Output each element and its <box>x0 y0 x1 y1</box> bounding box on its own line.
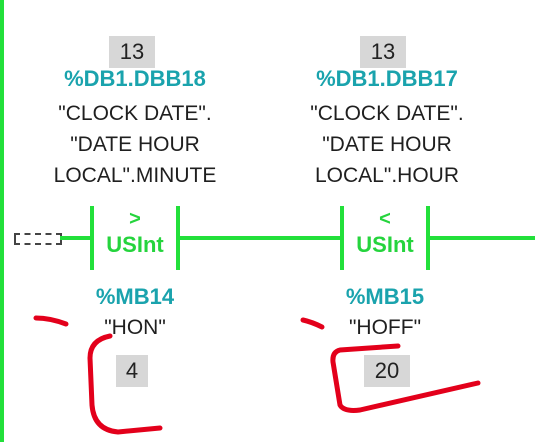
contact-left-bar <box>90 206 94 270</box>
operand1-symbol-line2[interactable]: "DATE HOUR <box>70 133 200 156</box>
operand1-address[interactable]: %DB1.DBB18 <box>64 66 206 91</box>
compare-datatype[interactable]: USInt <box>356 232 414 257</box>
operand1-symbol-line3[interactable]: LOCAL".HOUR <box>315 164 459 187</box>
contact-right-bar <box>176 206 180 270</box>
contact-left-bar <box>340 206 344 270</box>
operand1-symbol-line1[interactable]: "CLOCK DATE". <box>58 102 212 125</box>
operand1-address[interactable]: %DB1.DBB17 <box>316 66 458 91</box>
operand2-address[interactable]: %MB14 <box>95 284 175 309</box>
compare-box-gt[interactable]: > USInt <box>90 206 180 270</box>
operand2-symbol[interactable]: "HOFF" <box>348 316 422 339</box>
contact-right-bar <box>426 206 430 270</box>
operand2-symbol[interactable]: "HON" <box>104 316 166 339</box>
annotation-dash-2 <box>300 317 325 330</box>
annotation-bracket-2 <box>330 343 481 413</box>
operand2-address[interactable]: %MB15 <box>345 284 425 309</box>
compare-datatype[interactable]: USInt <box>106 232 164 257</box>
compare-operator: > <box>129 208 141 230</box>
left-power-rail <box>0 0 4 442</box>
operand1-value: 13 <box>360 36 406 68</box>
compare-box-lt[interactable]: < USInt <box>340 206 430 270</box>
wire-segment-3 <box>430 236 535 240</box>
annotation-bracket-1 <box>87 333 163 435</box>
operand2-value: 20 <box>364 355 410 387</box>
operand1-symbol-line3[interactable]: LOCAL".MINUTE <box>53 164 217 187</box>
operand1-value: 13 <box>109 36 155 68</box>
wire-segment-2 <box>180 236 342 240</box>
operand1-symbol-line2[interactable]: "DATE HOUR <box>322 133 452 156</box>
operand1-symbol-line1[interactable]: "CLOCK DATE". <box>310 102 464 125</box>
wire-segment-1 <box>60 236 92 240</box>
compare-operator: < <box>379 208 391 230</box>
operand2-value: 4 <box>116 355 148 387</box>
annotation-dash-1 <box>33 315 69 327</box>
